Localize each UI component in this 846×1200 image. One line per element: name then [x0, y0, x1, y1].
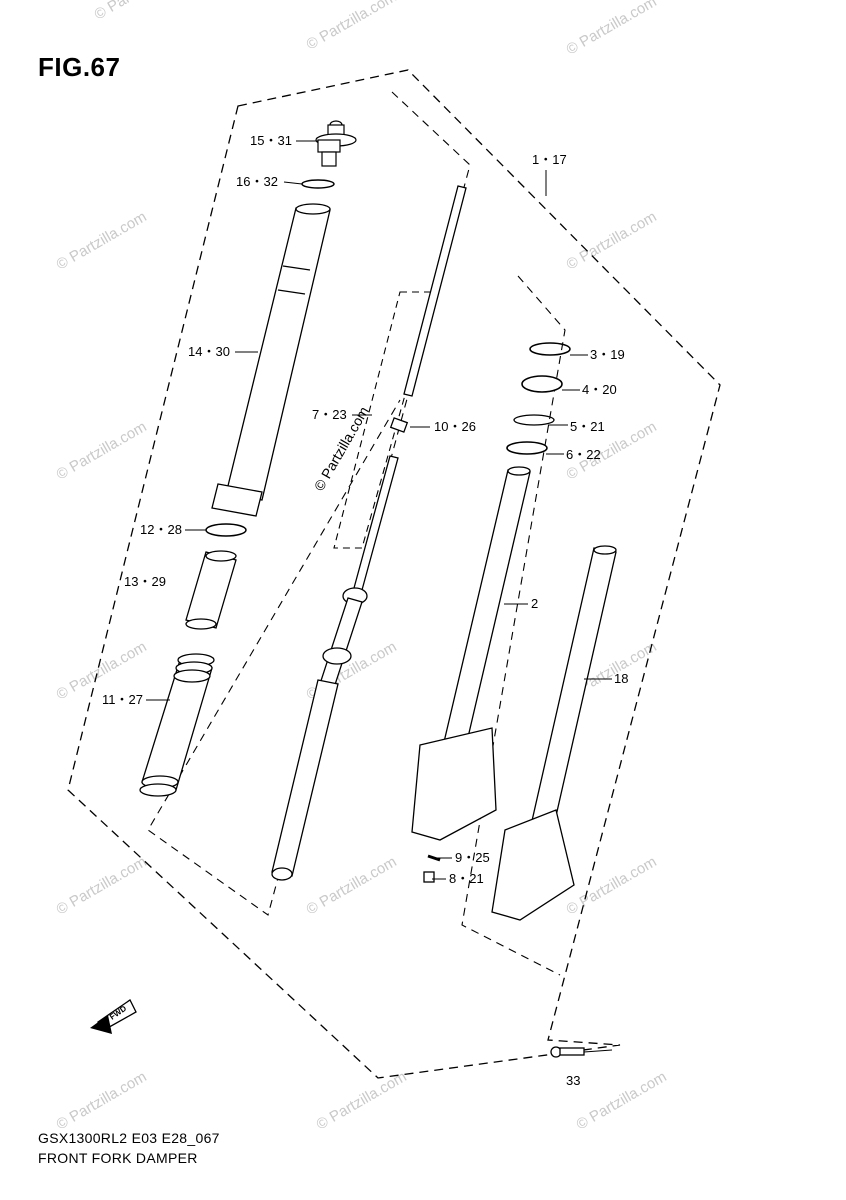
callout-label: 5・21	[570, 419, 605, 434]
seal-part-5	[513, 414, 555, 426]
watermark: © Partzilla.com	[54, 1068, 150, 1133]
lower-boundary	[461, 275, 566, 976]
callout-label: 33	[566, 1073, 580, 1088]
small-part-8	[423, 871, 435, 883]
inner-tube-part-18	[491, 545, 617, 921]
outer-tube-part	[211, 203, 331, 517]
small-part-9	[427, 854, 441, 862]
watermark: © Partzilla.com	[92, 0, 188, 23]
seal-part-4	[521, 375, 563, 393]
washer-part	[205, 523, 247, 537]
watermark: © Partzilla.com	[564, 208, 660, 273]
watermark: © Partzilla.com	[54, 208, 150, 273]
watermark: © Partzilla.com	[564, 853, 660, 918]
callout-label: 7・23	[312, 407, 347, 422]
cap-bolt-part	[315, 120, 357, 167]
callout-label: 9・25	[455, 850, 490, 865]
watermark: © Partzilla.com	[314, 1068, 410, 1133]
callout-label: 4・20	[582, 382, 617, 397]
callout-label: 2	[531, 596, 538, 611]
inner-tube-part-2	[411, 466, 531, 841]
callout-label: 14・30	[188, 344, 230, 359]
forward-direction-marker: FWD	[90, 999, 137, 1034]
watermark: © Partzilla.com	[54, 853, 150, 918]
watermark: © Partzilla.com	[574, 1068, 670, 1133]
collar-part	[185, 550, 237, 630]
o-ring-part	[301, 179, 335, 189]
watermark: © Partzilla.com	[304, 0, 400, 53]
watermark: © Partzilla.com	[304, 853, 400, 918]
callout-label: 10・26	[434, 419, 476, 434]
callout-label: 3・19	[590, 347, 625, 362]
callout-label: 16・32	[236, 174, 278, 189]
leader-lines	[146, 140, 613, 1053]
assembly-boundary-outer	[67, 69, 721, 1079]
spring-part	[139, 653, 215, 797]
seal-part-6	[506, 441, 548, 455]
callout-label: 12・28	[140, 522, 182, 537]
callout-label: 18	[614, 671, 628, 686]
callout-label: 15・31	[250, 133, 292, 148]
callout-label: 13・29	[124, 574, 166, 589]
figure-title: FIG.67	[38, 52, 121, 82]
seal-part-3	[529, 342, 571, 356]
damper-boundary	[147, 91, 471, 916]
watermark: © Partzilla.com	[54, 418, 150, 483]
damper-rod-part	[271, 185, 467, 881]
watermark: © Partzilla.com	[564, 0, 660, 58]
callout-labels: 15・31 16・32 14・30 12・28 13・29 11・27 7・23…	[102, 133, 628, 1088]
assembly-name: FRONT FORK DAMPER	[38, 1150, 198, 1166]
callout-label: 6・22	[566, 447, 601, 462]
callout-label: 1・17	[532, 152, 567, 167]
bolt-part-33	[550, 1046, 585, 1058]
model-code: GSX1300RL2 E03 E28_067	[38, 1130, 220, 1146]
callout-label: 8・21	[449, 871, 484, 886]
callout-label: 11・27	[102, 692, 143, 707]
